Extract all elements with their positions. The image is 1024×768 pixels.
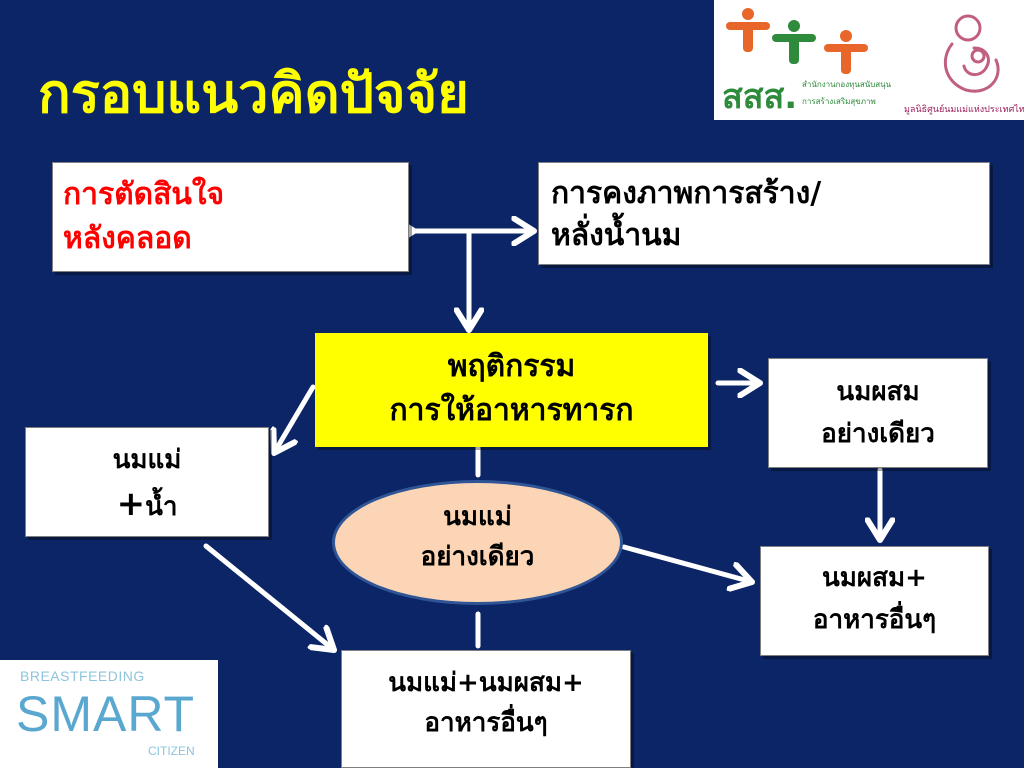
sss-logo-subtitle-2: การสร้างเสริมสุขภาพ (802, 97, 876, 106)
decision-box: การตัดสินใจ หลังคลอด (52, 162, 409, 272)
mixed-feeding-box: นมแม่+นมผสม+ อาหารอื่นๆ (341, 650, 631, 768)
lactation-line-1: การคงภาพการสร้าง/ (551, 176, 822, 211)
bm-water-plus: + (116, 484, 146, 524)
bm-water-line-1: นมแม่ (112, 445, 182, 475)
smart-logo-bottom-text: CITIZEN (148, 744, 195, 758)
sss-logo-text: สสส. (722, 77, 798, 117)
sponsor-logos: สสส. สำนักงานกองทุนสนับสนุน การสร้างเสริ… (714, 0, 1024, 120)
formula-food-line-1: นมผสม+ (822, 563, 927, 593)
formula-food-line-2: อาหารอื่นๆ (812, 605, 937, 635)
mixed-line-2: อาหารอื่นๆ (424, 708, 548, 738)
sss-logo-subtitle-1: สำนักงานกองทุนสนับสนุน (802, 80, 892, 89)
mixed-line-1: นมแม่+นมผสม+ (388, 668, 584, 698)
mother-child-logo-icon (943, 14, 1000, 93)
smart-logo-top-text: BREASTFEEDING (20, 668, 145, 684)
bm-only-line-2: อย่างเดียว (420, 542, 535, 572)
lactation-box: การคงภาพการสร้าง/ หลั่งน้ำนม (538, 162, 990, 265)
feeding-behavior-box: พฤติกรรม การให้อาหารทารก (315, 333, 708, 447)
arrow-bm-only-to-formula-food (621, 544, 752, 582)
sss-figure-icon (824, 30, 868, 74)
decision-line-1: การตัดสินใจ (63, 177, 225, 212)
behavior-line-1: พฤติกรรม (447, 349, 576, 384)
bm-only-line-1: นมแม่ (443, 502, 512, 532)
arrow-behavior-to-bm-water (274, 384, 316, 453)
decision-line-2: หลังคลอด (63, 221, 192, 256)
formula-food-box: นมผสม+ อาหารอื่นๆ (760, 546, 989, 656)
breastmilk-only-ellipse: นมแม่ อย่างเดียว (332, 480, 623, 605)
behavior-line-2: การให้อาหารทารก (389, 393, 634, 428)
smart-citizen-logo: BREASTFEEDING SMART CITIZEN (0, 660, 218, 768)
lactation-line-2: หลั่งน้ำนม (551, 218, 682, 253)
formula-only-line-1: นมผสม (836, 377, 920, 407)
formula-only-line-2: อย่างเดียว (821, 419, 935, 449)
arrow-bm-water-to-mixed (203, 543, 334, 650)
bm-water-line-2: น้ำ (145, 492, 178, 522)
foundation-logo-text: มูลนิธิศูนย์นมแม่แห่งประเทศไทย (904, 105, 1024, 115)
formula-only-box: นมผสม อย่างเดียว (768, 358, 988, 468)
smart-logo-main-text: SMART (16, 686, 196, 742)
breastmilk-water-box: นมแม่ +น้ำ (25, 427, 269, 537)
sss-figure-icon (726, 8, 770, 52)
sss-figure-icon (772, 20, 816, 64)
slide-title: กรอบแนวคิดปัจจัย (38, 62, 469, 125)
